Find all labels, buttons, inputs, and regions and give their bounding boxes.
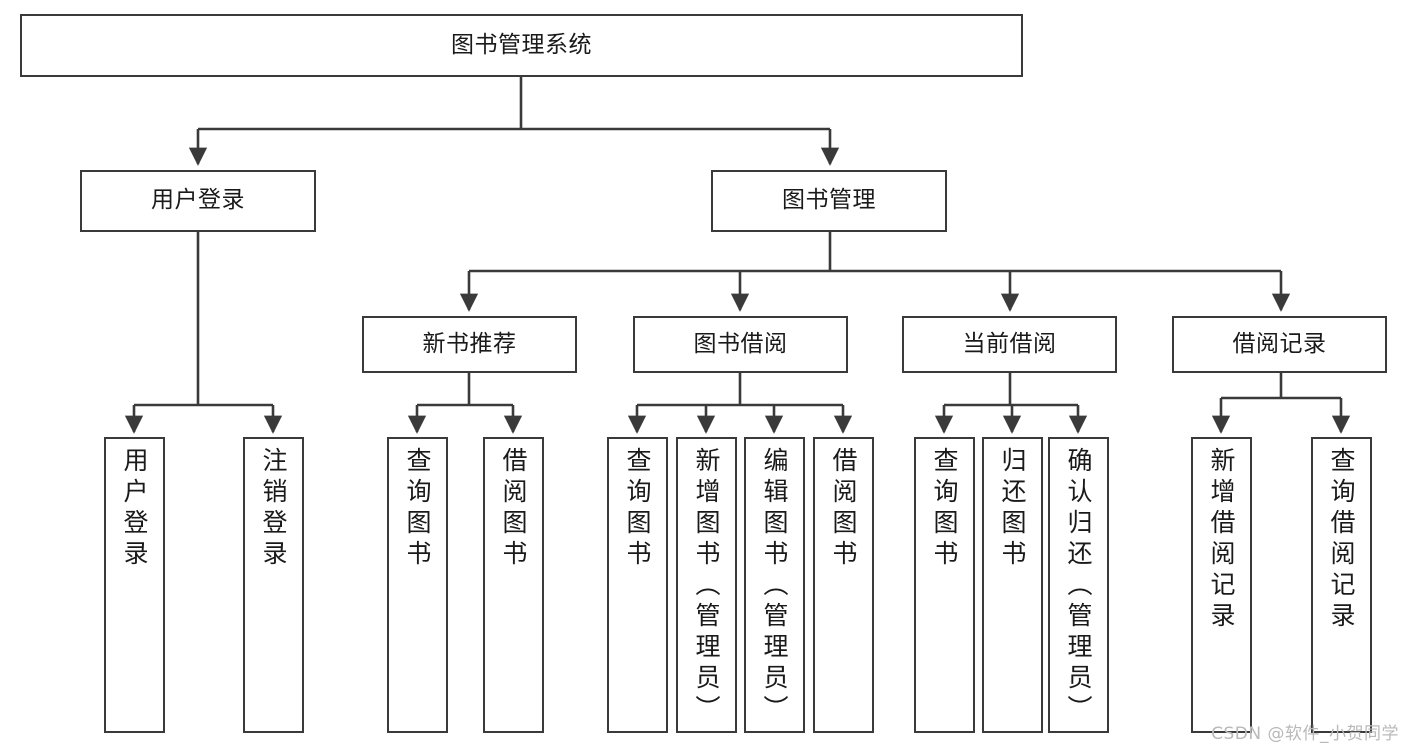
leaf-user-login-login[interactable]: 用户登录: [104, 437, 165, 733]
leaf-new-book-query[interactable]: 查询图书: [387, 437, 448, 733]
node-current-borrow[interactable]: 当前借阅: [902, 316, 1117, 373]
node-label: 查询图书: [930, 447, 959, 571]
leaf-current-borrow-query[interactable]: 查询图书: [914, 437, 975, 733]
leaf-book-borrow-borrow[interactable]: 借阅图书: [813, 437, 874, 733]
node-label: 当前借阅: [962, 330, 1057, 357]
node-book-borrow[interactable]: 图书借阅: [633, 316, 848, 373]
watermark-text: CSDN @软件_小贺同学: [1211, 724, 1399, 744]
node-borrow-record[interactable]: 借阅记录: [1172, 316, 1387, 373]
node-label: 确认归还（管理员）: [1064, 447, 1093, 726]
node-label: 归还图书: [998, 447, 1027, 571]
node-label: 查询图书: [623, 447, 652, 571]
node-root-book-management-system[interactable]: 图书管理系统: [20, 14, 1023, 77]
node-label: 新书推荐: [422, 330, 517, 357]
node-label: 用户登录: [120, 447, 149, 571]
node-label: 图书管理: [782, 187, 876, 214]
leaf-book-borrow-edit[interactable]: 编辑图书（管理员）: [744, 437, 805, 733]
node-label: 新增图书（管理员）: [692, 447, 721, 726]
leaf-book-borrow-add[interactable]: 新增图书（管理员）: [676, 437, 737, 733]
leaf-new-book-borrow[interactable]: 借阅图书: [483, 437, 544, 733]
node-label: 图书管理系统: [451, 31, 592, 58]
node-label: 用户登录: [151, 187, 245, 214]
leaf-book-borrow-query[interactable]: 查询图书: [607, 437, 668, 733]
node-user-login[interactable]: 用户登录: [80, 170, 316, 232]
node-label: 借阅图书: [499, 447, 528, 571]
node-label: 注销登录: [259, 447, 288, 571]
node-new-book-recommend[interactable]: 新书推荐: [362, 316, 577, 373]
leaf-borrow-record-query[interactable]: 查询借阅记录: [1311, 437, 1372, 733]
node-book-management[interactable]: 图书管理: [711, 170, 947, 232]
leaf-borrow-record-add[interactable]: 新增借阅记录: [1191, 437, 1252, 733]
node-label: 图书借阅: [693, 330, 788, 357]
node-label: 查询图书: [403, 447, 432, 571]
leaf-user-login-logout[interactable]: 注销登录: [243, 437, 304, 733]
leaf-current-borrow-return[interactable]: 归还图书: [982, 437, 1043, 733]
node-label: 编辑图书（管理员）: [760, 447, 789, 726]
node-label: 借阅记录: [1232, 330, 1327, 357]
node-label: 查询借阅记录: [1327, 447, 1356, 633]
node-label: 借阅图书: [829, 447, 858, 571]
node-label: 新增借阅记录: [1207, 447, 1236, 633]
leaf-current-borrow-confirm-return[interactable]: 确认归还（管理员）: [1048, 437, 1109, 733]
